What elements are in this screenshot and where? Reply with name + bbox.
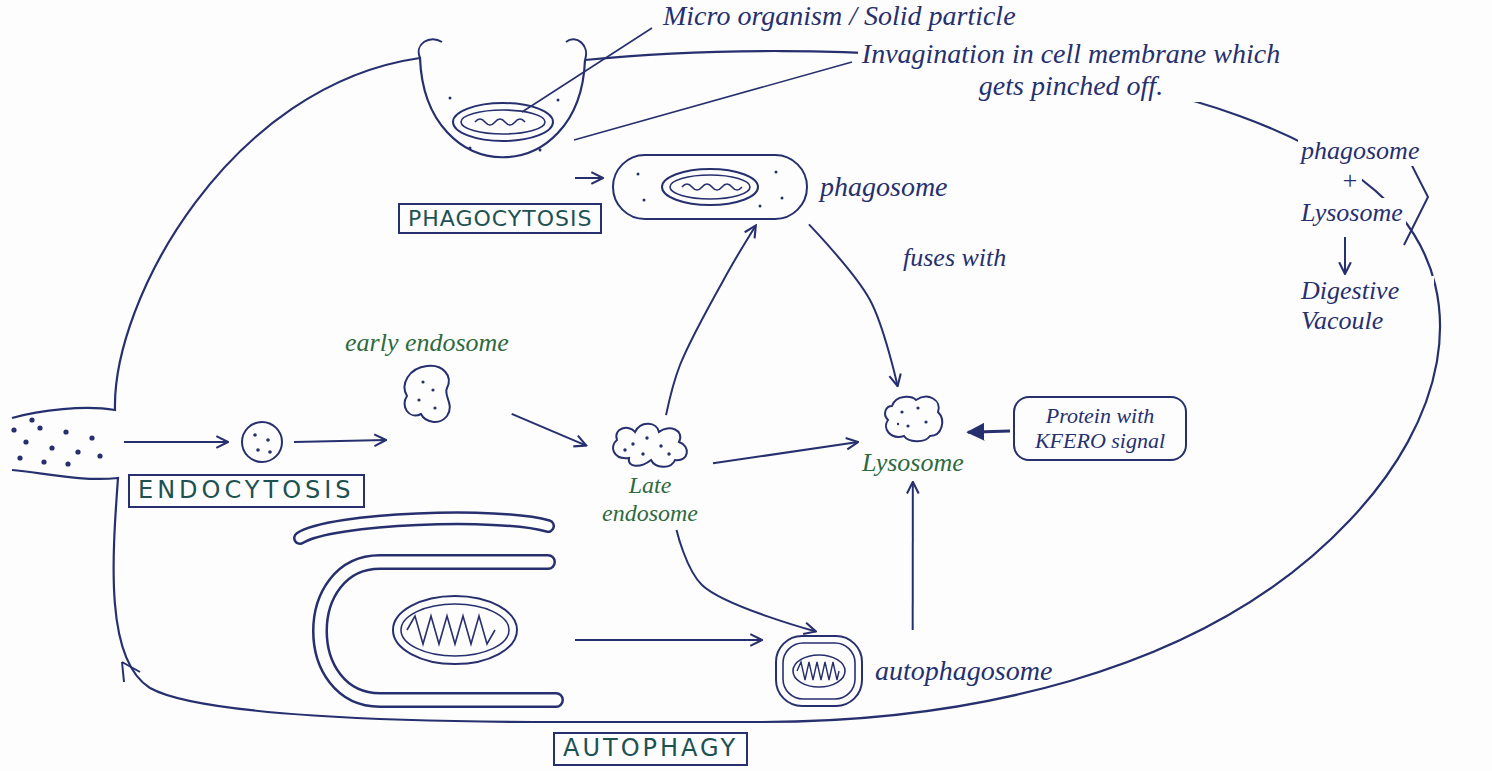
isolation-membrane: [320, 562, 556, 700]
early-endosome: early endosome: [345, 328, 509, 428]
annotation: +: [1338, 166, 1362, 196]
node-label: phagosome: [820, 171, 948, 203]
edge-label: fuses with: [900, 243, 1009, 273]
phagosome-shape: [610, 152, 810, 222]
endocytic-vesicle: [242, 422, 282, 462]
particles: [253, 433, 272, 454]
connector-arrow: [713, 442, 858, 463]
phagocytic-vesicle: [453, 103, 553, 141]
process-arrow: [294, 440, 386, 442]
lysosome: Lysosome: [862, 390, 964, 478]
signal-protein-box: Protein with KFERO signal: [1013, 396, 1187, 461]
isolation-membrane: [320, 562, 556, 700]
process-label-box: AUTOPHAGY: [553, 732, 748, 766]
mitochondrion: [393, 596, 517, 664]
annotation: Lysosome: [1298, 198, 1406, 228]
annotation: phagosome: [1298, 136, 1422, 166]
isolation-membrane: [300, 518, 548, 538]
process-arrow: [575, 177, 603, 179]
solid-particle: [475, 119, 525, 125]
node-label: AUTOPHAGY: [563, 735, 738, 763]
autophagosome: autophagosome: [773, 633, 1052, 709]
isolation-membrane: [300, 518, 548, 538]
membrane-arrow: [122, 662, 140, 682]
late-endosome-shape: [605, 418, 695, 470]
membrane-lip: [419, 39, 586, 60]
node-label: Late endosome: [590, 472, 710, 527]
annotation: Invagination in cell membrane which gets…: [858, 38, 1284, 102]
mitochondrion-cristae: [407, 616, 495, 644]
node-label: ENDOCYTOSIS: [138, 477, 355, 505]
connector-arrow: [666, 225, 756, 415]
leader-line: [522, 28, 652, 112]
node-label: autophagosome: [875, 655, 1052, 687]
node-label: Protein with KFERO signal: [1025, 403, 1175, 454]
phagocytic-vesicle: [461, 110, 545, 134]
membrane-dots: [449, 97, 560, 152]
process-label-box: PHAGOCYTOSIS: [398, 203, 602, 234]
cell-membrane: [12, 51, 1440, 722]
annotation: Digestive Vacoule: [1298, 276, 1434, 336]
annotation: Micro organism / Solid particle: [660, 0, 1019, 32]
lysosome-shape: [878, 390, 948, 446]
node-label: PHAGOCYTOSIS: [408, 206, 592, 231]
connector-arrow: [809, 224, 898, 386]
connector-arrow: [912, 482, 914, 630]
process-label-box: ENDOCYTOSIS: [128, 474, 365, 508]
node-label: early endosome: [345, 328, 509, 358]
late-endosome: Late endosome: [590, 418, 710, 527]
node-label: Lysosome: [862, 448, 964, 478]
process-arrow: [1344, 237, 1346, 274]
phagosome: phagosome: [610, 152, 948, 222]
early-endosome-shape: [397, 360, 457, 428]
particles: [11, 417, 102, 466]
connector-arrow: [677, 530, 816, 632]
connector-arrow: [968, 431, 1010, 432]
process-arrow: [575, 639, 762, 641]
connector-arrow: [512, 414, 587, 446]
mitochondrion: [401, 604, 509, 656]
autophagosome-shape: [773, 633, 865, 709]
process-arrow: [124, 441, 228, 443]
leader-line: [574, 62, 852, 140]
